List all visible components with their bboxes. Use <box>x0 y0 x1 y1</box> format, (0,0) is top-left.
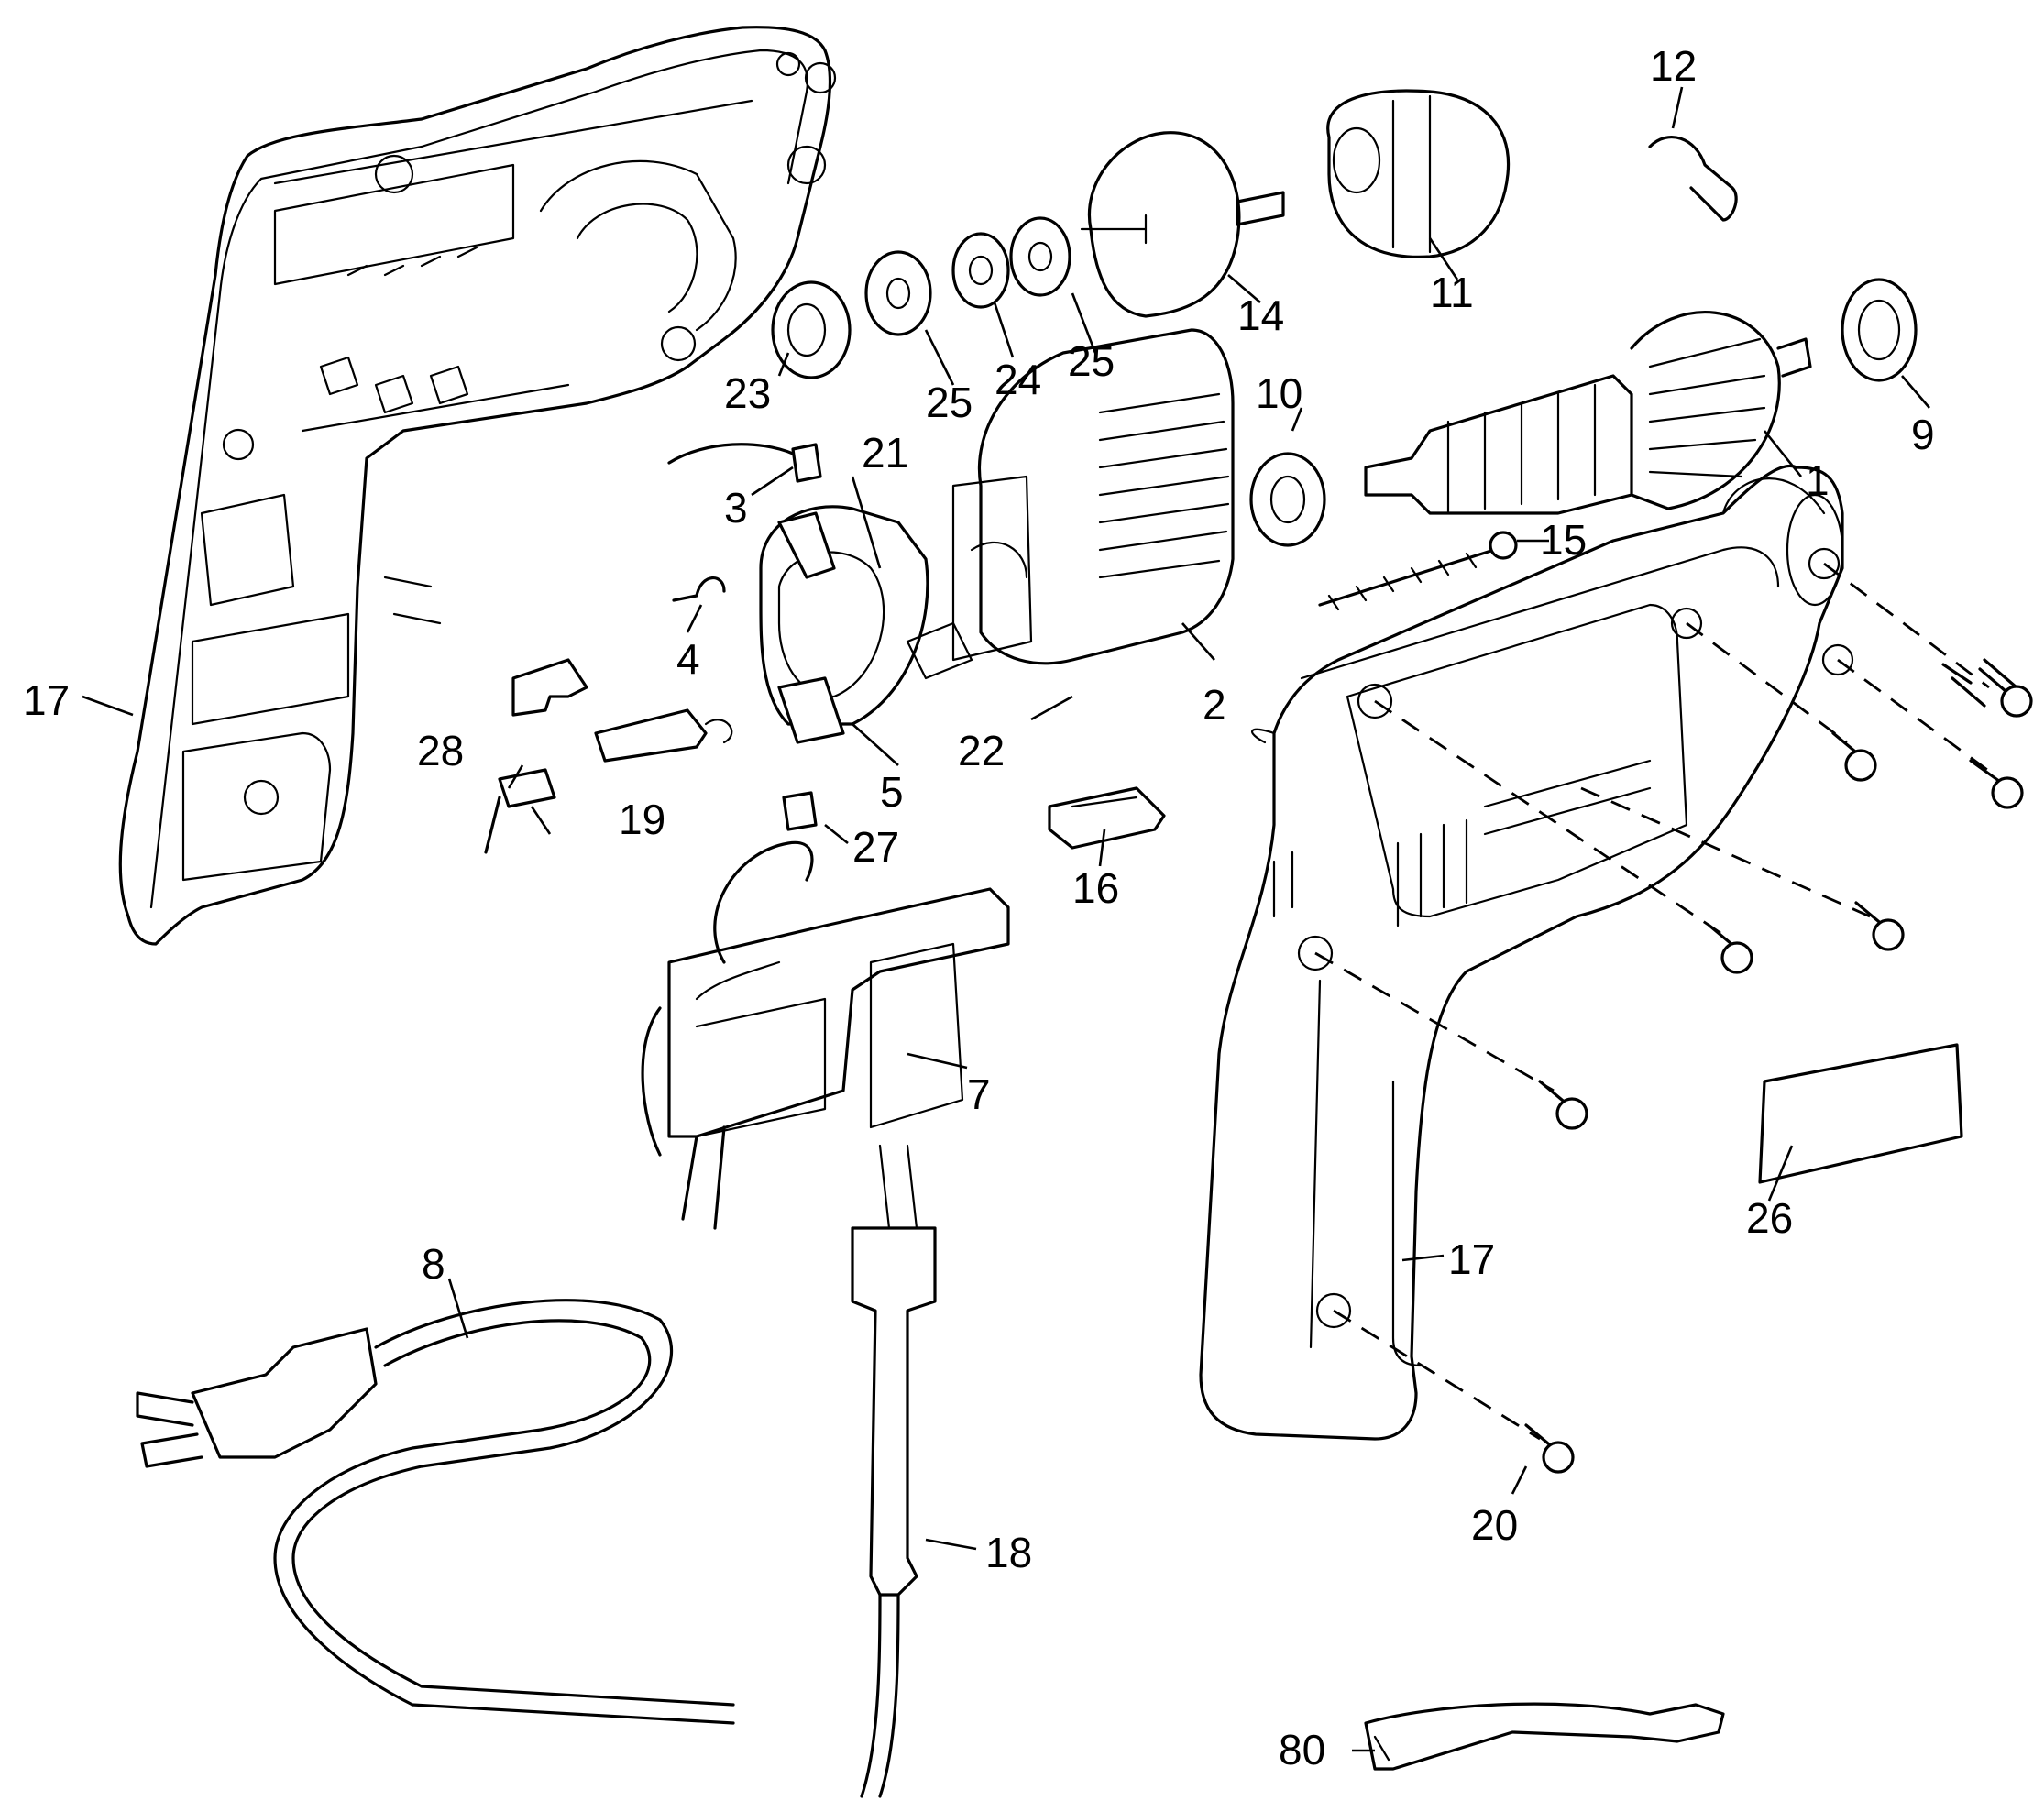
field-stator <box>951 328 1235 665</box>
label-21: 21 <box>862 429 908 477</box>
key-and-long-screw <box>1318 136 1738 611</box>
screw-icons <box>1524 658 2033 1474</box>
label-3: 3 <box>724 484 748 532</box>
strap <box>1364 1702 1725 1771</box>
label-25-a: 25 <box>926 379 973 426</box>
label-7: 7 <box>967 1070 991 1118</box>
gear-train <box>771 89 1511 547</box>
label-18: 18 <box>985 1529 1032 1576</box>
part-labels: 1 2 3 4 5 7 8 9 10 11 12 14 15 16 17 17 … <box>23 42 1935 1773</box>
label-25-b: 25 <box>1068 337 1115 385</box>
label-15: 15 <box>1540 516 1587 564</box>
label-22: 22 <box>958 727 1005 774</box>
brush-holder <box>759 505 973 744</box>
bearing <box>1841 278 1918 382</box>
label-23: 23 <box>724 369 771 417</box>
label-14: 14 <box>1237 291 1284 339</box>
power-cord <box>136 1299 735 1725</box>
leader-lines <box>82 86 1930 1752</box>
label-17-left: 17 <box>23 676 70 724</box>
cord-protector <box>851 1144 937 1798</box>
left-housing-half <box>118 26 837 946</box>
label-19: 19 <box>619 796 665 843</box>
label-24: 24 <box>995 356 1041 403</box>
label-1: 1 <box>1806 456 1830 504</box>
label-26: 26 <box>1746 1194 1793 1242</box>
label-plate <box>1758 1043 1963 1184</box>
right-housing-half <box>1199 464 2033 1474</box>
label-5: 5 <box>880 768 904 816</box>
small-parts <box>484 443 1166 854</box>
label-28: 28 <box>417 727 464 774</box>
label-8: 8 <box>422 1240 445 1288</box>
label-27: 27 <box>852 823 899 871</box>
label-80: 80 <box>1279 1726 1325 1773</box>
label-16: 16 <box>1072 864 1119 912</box>
label-20: 20 <box>1471 1501 1518 1549</box>
label-17-right: 17 <box>1448 1235 1495 1283</box>
label-4: 4 <box>676 635 700 683</box>
label-10: 10 <box>1256 369 1302 417</box>
label-11: 11 <box>1430 269 1474 316</box>
label-9: 9 <box>1911 411 1935 458</box>
label-12: 12 <box>1650 42 1697 90</box>
trigger-switch <box>641 840 1010 1230</box>
label-2: 2 <box>1203 681 1226 729</box>
armature <box>1364 311 1812 515</box>
